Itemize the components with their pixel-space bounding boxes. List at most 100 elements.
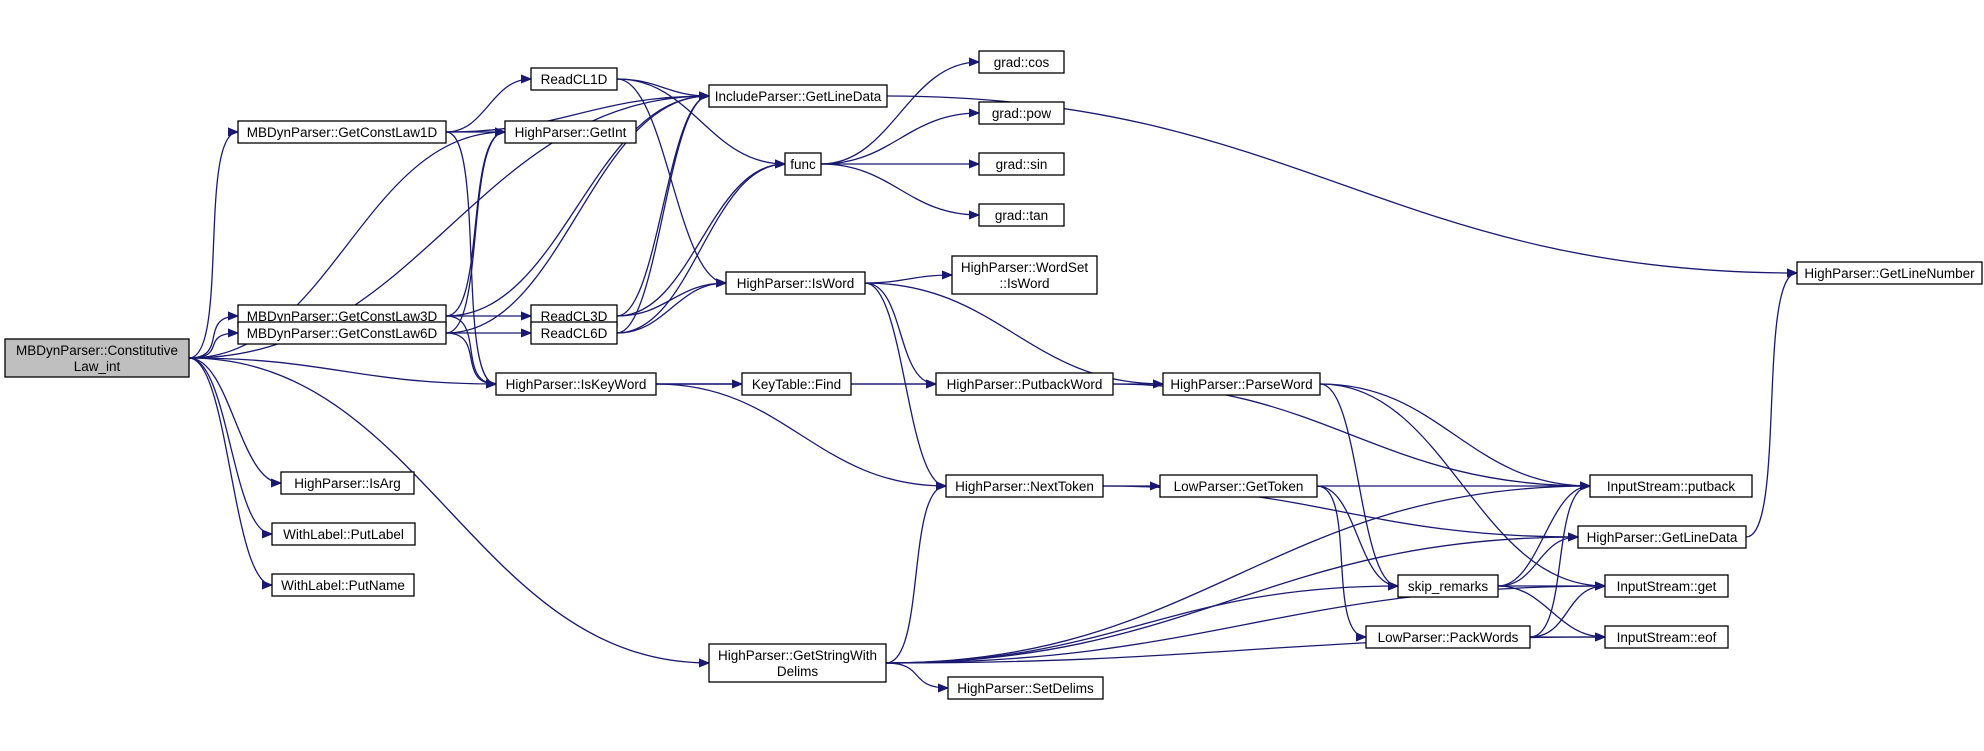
node-label: HighParser::GetLineNumber bbox=[1804, 266, 1975, 281]
node-tan[interactable]: grad::tan bbox=[978, 203, 1065, 227]
node-inclgld[interactable]: IncludeParser::GetLineData bbox=[708, 84, 888, 108]
edge-readcl6d-to-func bbox=[616, 164, 785, 334]
edge-readcl3d-to-isword bbox=[616, 283, 726, 317]
node-label: grad::tan bbox=[995, 208, 1048, 223]
node-label: ::IsWord bbox=[999, 276, 1049, 291]
edge-packwords-to-isget bbox=[1529, 586, 1605, 638]
edge-root-to-iskeyword bbox=[188, 357, 496, 384]
node-gcl6d[interactable]: MBDynParser::GetConstLaw6D bbox=[237, 321, 447, 345]
node-label: ReadCL1D bbox=[541, 72, 608, 87]
node-skip[interactable]: skip_remarks bbox=[1397, 574, 1499, 598]
node-packwords[interactable]: LowParser::PackWords bbox=[1365, 625, 1531, 649]
node-box bbox=[1365, 625, 1531, 649]
node-ktfind[interactable]: KeyTable::Find bbox=[741, 372, 852, 396]
edge-root-to-getint bbox=[188, 132, 505, 359]
edge-isword-to-parseword bbox=[864, 282, 1163, 384]
node-box bbox=[504, 120, 637, 144]
node-putname[interactable]: WithLabel::PutName bbox=[271, 573, 415, 597]
node-wsisword[interactable]: HighParser::WordSet::IsWord bbox=[951, 255, 1098, 295]
node-label: grad::sin bbox=[996, 157, 1048, 172]
node-putlabel[interactable]: WithLabel::PutLabel bbox=[271, 522, 416, 546]
node-box bbox=[271, 573, 415, 597]
edge-readcl1d-to-isword bbox=[616, 78, 726, 283]
node-box bbox=[237, 321, 447, 345]
edge-gswd-to-setdelims bbox=[885, 662, 948, 688]
node-label: Law_int bbox=[74, 359, 121, 374]
node-gcl1d[interactable]: MBDynParser::GetConstLaw1D bbox=[237, 120, 447, 144]
node-box bbox=[1604, 625, 1729, 649]
edge-putback-to-isputback bbox=[1112, 383, 1590, 486]
node-label: LowParser::GetToken bbox=[1174, 479, 1304, 494]
node-pow[interactable]: grad::pow bbox=[978, 101, 1065, 125]
node-label: MBDynParser::Constitutive bbox=[16, 343, 178, 358]
edge-readcl6d-to-inclgld bbox=[616, 96, 710, 334]
node-hpgld[interactable]: HighParser::GetLineData bbox=[1577, 525, 1747, 549]
edge-gcl1d-to-readcl1d bbox=[445, 79, 531, 133]
node-label: IncludeParser::GetLineData bbox=[715, 89, 882, 104]
node-label: HighParser::IsKeyWord bbox=[506, 377, 647, 392]
node-label: skip_remarks bbox=[1408, 579, 1489, 594]
node-box bbox=[530, 321, 618, 345]
node-label: grad::pow bbox=[992, 106, 1052, 121]
edge-skip-to-hpgld bbox=[1497, 537, 1578, 587]
node-label: HighParser::IsArg bbox=[294, 476, 401, 491]
node-label: InputStream::get bbox=[1617, 579, 1717, 594]
node-layer: MBDynParser::ConstitutiveLaw_intMBDynPar… bbox=[4, 50, 1983, 700]
node-nexttoken[interactable]: HighParser::NextToken bbox=[945, 474, 1104, 498]
node-box bbox=[237, 120, 447, 144]
node-label: grad::cos bbox=[994, 55, 1050, 70]
node-label: HighParser::GetInt bbox=[515, 125, 627, 140]
node-label: Delims bbox=[777, 664, 819, 679]
node-box bbox=[280, 471, 415, 495]
edge-isword-to-putback bbox=[864, 282, 936, 384]
node-gettoken[interactable]: LowParser::GetToken bbox=[1159, 474, 1318, 498]
node-label: HighParser::IsWord bbox=[737, 276, 855, 291]
node-isword[interactable]: HighParser::IsWord bbox=[725, 271, 866, 295]
edge-gcl6d-to-inclgld bbox=[445, 96, 709, 334]
node-label: HighParser::GetLineData bbox=[1587, 530, 1738, 545]
node-getint[interactable]: HighParser::GetInt bbox=[504, 120, 637, 144]
edge-readcl6d-to-isword bbox=[616, 283, 726, 334]
edge-root-to-putlabel bbox=[188, 357, 273, 534]
edge-gswd-to-isputback bbox=[885, 486, 1590, 664]
node-putback[interactable]: HighParser::PutbackWord bbox=[935, 372, 1114, 396]
node-label: func bbox=[790, 157, 816, 172]
edge-hpgld-to-gln bbox=[1745, 273, 1798, 538]
node-box bbox=[495, 372, 657, 396]
node-box bbox=[784, 152, 822, 176]
node-readcl6d[interactable]: ReadCL6D bbox=[530, 321, 618, 345]
node-label: HighParser::PutbackWord bbox=[947, 377, 1103, 392]
edge-func-to-pow bbox=[820, 113, 979, 165]
edge-isword-to-wsisword bbox=[864, 275, 952, 284]
edge-gettoken-to-packwords bbox=[1316, 485, 1367, 637]
node-label: KeyTable::Find bbox=[752, 377, 841, 392]
node-label: HighParser::ParseWord bbox=[1170, 377, 1312, 392]
node-setdelims[interactable]: HighParser::SetDelims bbox=[947, 676, 1104, 700]
edge-gcl1d-to-inclgld bbox=[445, 96, 709, 133]
node-parseword[interactable]: HighParser::ParseWord bbox=[1162, 372, 1321, 396]
node-label: WithLabel::PutName bbox=[281, 578, 405, 593]
node-gln[interactable]: HighParser::GetLineNumber bbox=[1796, 261, 1983, 285]
node-iskeyword[interactable]: HighParser::IsKeyWord bbox=[495, 372, 657, 396]
edge-skip-to-isputback bbox=[1497, 486, 1590, 587]
node-isarg[interactable]: HighParser::IsArg bbox=[280, 471, 415, 495]
node-box bbox=[1796, 261, 1983, 285]
node-box bbox=[978, 152, 1065, 176]
node-box bbox=[978, 101, 1065, 125]
node-cos[interactable]: grad::cos bbox=[978, 50, 1065, 74]
node-func[interactable]: func bbox=[784, 152, 822, 176]
node-label: WithLabel::PutLabel bbox=[283, 527, 404, 542]
node-sin[interactable]: grad::sin bbox=[978, 152, 1065, 176]
node-label: MBDynParser::GetConstLaw1D bbox=[247, 125, 438, 140]
node-iseof[interactable]: InputStream::eof bbox=[1604, 625, 1729, 649]
node-isputback[interactable]: InputStream::putback bbox=[1589, 474, 1753, 498]
node-box bbox=[4, 338, 190, 378]
node-box bbox=[271, 522, 416, 546]
node-box bbox=[1159, 474, 1318, 498]
node-label: MBDynParser::GetConstLaw6D bbox=[247, 326, 438, 341]
node-isget[interactable]: InputStream::get bbox=[1604, 574, 1729, 598]
node-readcl1d[interactable]: ReadCL1D bbox=[530, 67, 618, 91]
node-label: HighParser::SetDelims bbox=[957, 681, 1094, 696]
